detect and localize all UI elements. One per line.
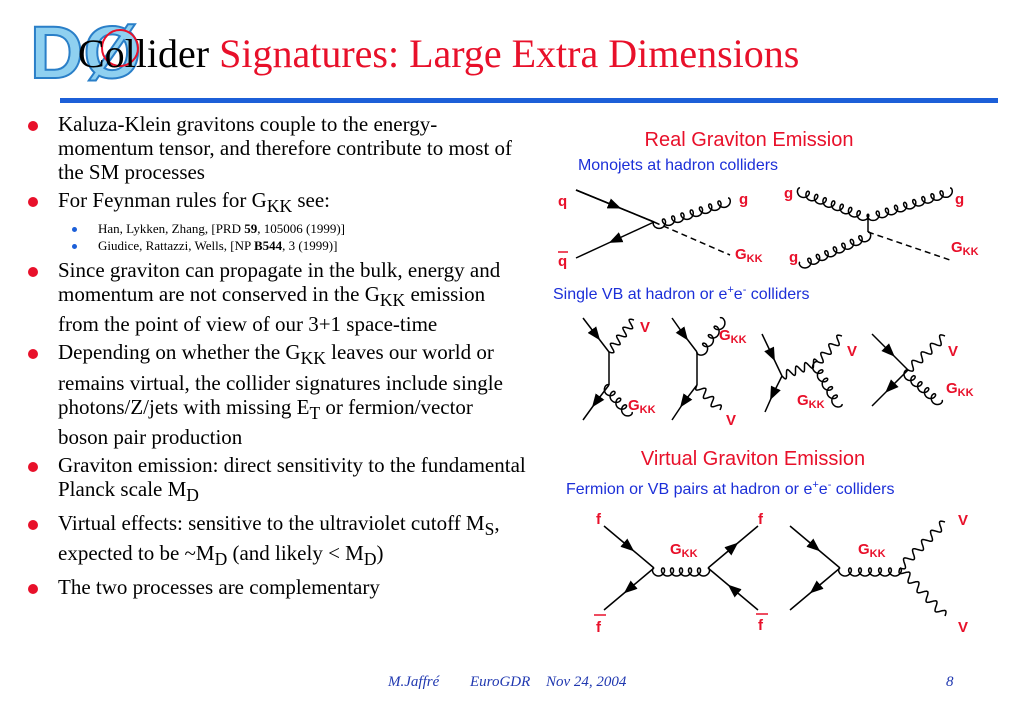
svg-text:GKK: GKK [670, 541, 698, 560]
dzero-logo: DØ [29, 10, 142, 86]
diagram-single-vb-2 [671, 316, 726, 421]
diagram-row3-labels: f f GKK f f GKK V V [594, 511, 968, 636]
virtual-emission-title: Virtual Graviton Emission [641, 448, 865, 470]
reference-item: Giudice, Rattazzi, Wells, [NP B544, 3 (1… [58, 237, 526, 254]
real-emission-title: Real Graviton Emission [645, 129, 854, 151]
title-part2: Signatures: Large Extra Dimensions [219, 31, 800, 76]
bullet-item: For Feynman rules for GKK see: Han, Lykk… [24, 188, 526, 254]
diagram-gg-g-graviton [796, 187, 954, 269]
svg-text:V: V [640, 319, 650, 336]
diagram-row1-labels: q q g GKK g g g GKK [558, 185, 979, 270]
diagram-virtual-vb-pair [789, 520, 947, 617]
svg-text:f: f [758, 511, 764, 528]
pairs-caption: Fermion or VB pairs at hadron or e+e- co… [566, 479, 895, 498]
footer-event: EuroGDR [470, 674, 531, 690]
reference-list: Han, Lykken, Zhang, [PRD 59, 105006 (199… [58, 220, 526, 254]
monojet-caption: Monojets at hadron colliders [578, 157, 778, 174]
bullet-item: Graviton emission: direct sensitivity to… [24, 453, 526, 507]
svg-text:q: q [558, 193, 567, 210]
title-part1: Collider [78, 31, 210, 76]
slide-title: Collider Signatures: Large Extra Dimensi… [78, 34, 799, 74]
svg-text:f: f [758, 617, 764, 634]
bullet-item: Kaluza-Klein gravitons couple to the ene… [24, 112, 526, 184]
svg-text:g: g [955, 191, 964, 208]
svg-text:V: V [726, 412, 736, 429]
bullet-item: Virtual effects: sensitive to the ultrav… [24, 511, 526, 571]
bullet-item: Depending on whether the GKK leaves our … [24, 340, 526, 449]
single-vb-caption: Single VB at hadron or e+e- colliders [553, 284, 810, 303]
logo-mark: DØ [30, 11, 141, 86]
logo-swirl-icon [101, 29, 139, 67]
diagram-single-vb-1 [582, 317, 635, 421]
svg-text:g: g [784, 185, 793, 202]
reference-item: Han, Lykken, Zhang, [PRD 59, 105006 (199… [58, 220, 526, 237]
footer-author: M.Jaffré [388, 674, 440, 690]
svg-text:GKK: GKK [628, 397, 656, 416]
svg-text:GKK: GKK [946, 380, 974, 399]
svg-text:f: f [596, 619, 602, 636]
bullet-list: Kaluza-Klein gravitons couple to the ene… [24, 112, 526, 603]
diagram-single-vb-3 [761, 333, 843, 413]
diagram-virtual-fermion-pair [603, 525, 759, 611]
svg-text:V: V [958, 512, 968, 529]
diagram-single-vb-4 [871, 333, 946, 407]
svg-text:GKK: GKK [735, 246, 763, 265]
page-number: 8 [946, 674, 954, 690]
svg-text:GKK: GKK [858, 541, 886, 560]
svg-text:q: q [558, 253, 567, 270]
svg-text:V: V [948, 343, 958, 360]
svg-text:V: V [958, 619, 968, 636]
title-rule [60, 98, 998, 103]
footer-date: Nov 24, 2004 [546, 674, 627, 690]
svg-text:f: f [596, 511, 602, 528]
svg-text:V: V [847, 343, 857, 360]
bullet-item: Since graviton can propagate in the bulk… [24, 258, 526, 336]
diagram-row2-labels: V GKK GKK V V GKK V GKK [628, 319, 974, 429]
svg-text:g: g [789, 249, 798, 266]
svg-text:g: g [739, 191, 748, 208]
svg-text:GKK: GKK [797, 392, 825, 411]
diagram-qqbar-g-graviton [575, 189, 732, 259]
svg-text:GKK: GKK [719, 327, 747, 346]
svg-text:GKK: GKK [951, 239, 979, 258]
bullet-item: The two processes are complementary [24, 575, 526, 599]
